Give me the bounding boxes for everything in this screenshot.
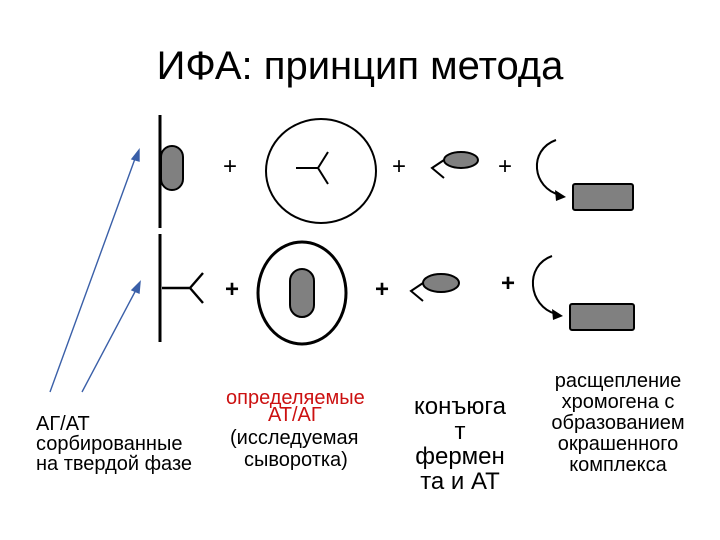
label-sorbed-line-2: сорбированные [36,434,182,454]
reaction-arc-arrow [533,256,556,314]
plus-sign: + [392,153,406,180]
pointer-arrow-bottom [82,288,137,392]
plus-sign: + [225,276,239,303]
label-sorbed-line-1: АГ/АТ [36,414,90,434]
conjugate-antibody-icon [411,283,423,301]
pointer-arrows [50,150,140,392]
label-cleavage-line-1: расщепление [530,371,706,392]
scheme-row-1: + + + [160,115,633,228]
pointer-arrowhead-bottom [132,282,140,293]
reaction-arrowhead [552,309,563,320]
label-conjugate-line-1: конъюга [396,394,524,419]
label-cleavage-line-4: окрашенного [530,434,706,455]
enzyme-conjugate-shape [423,274,459,292]
plus-sign: + [498,153,512,180]
pointer-arrow-top [50,156,136,392]
enzyme-conjugate-shape [444,152,478,168]
label-conjugate: конъюга т фермен та и АТ [396,394,524,494]
colored-product-shape [573,184,633,210]
label-analyte-line-2: АТ/АГ [268,405,322,425]
label-conjugate-line-2: т [396,419,524,444]
sorbed-antigen-shape [161,146,183,190]
serum-antigen-shape [290,269,314,317]
label-cleavage-line-3: образованием [530,413,706,434]
sorbed-antibody-icon [162,273,203,303]
pointer-arrowhead-top [132,150,139,161]
plus-sign: + [501,270,515,297]
label-cleavage-line-2: хромогена с [530,392,706,413]
label-analyte-line-4: сыворотка) [244,450,348,470]
reaction-arrowhead [555,190,566,201]
label-analyte-line-3: (исследуемая [230,428,358,448]
scheme-row-2: + + + [160,234,634,344]
label-conjugate-line-4: та и АТ [396,469,524,494]
label-sorbed-line-3: на твердой фазе [36,454,192,474]
antibody-y-icon [296,152,328,184]
plus-sign: + [375,276,389,303]
reaction-arc-arrow [537,140,560,195]
label-cleavage: расщепление хромогена с образованием окр… [530,371,706,476]
label-conjugate-line-3: фермен [396,444,524,469]
colored-product-shape [570,304,634,330]
plus-sign: + [223,153,237,180]
label-cleavage-line-5: комплекса [530,455,706,476]
conjugate-antibody-icon [432,160,444,178]
